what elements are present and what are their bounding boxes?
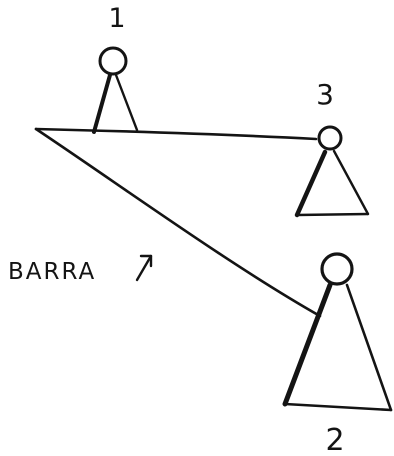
figure-1-number: 1 bbox=[108, 3, 125, 34]
barra-annotation: BARRA bbox=[8, 256, 151, 285]
figure-2-number: 2 bbox=[325, 423, 344, 456]
figure-3-number: 3 bbox=[316, 78, 334, 111]
barra-label: BARRA bbox=[8, 259, 96, 285]
figure-3: 3 bbox=[297, 78, 368, 215]
figure-2: 2 bbox=[285, 254, 391, 456]
figure-1: 1 bbox=[94, 3, 137, 132]
arrow-up-right-icon bbox=[137, 256, 151, 280]
barra-beam bbox=[36, 129, 320, 316]
